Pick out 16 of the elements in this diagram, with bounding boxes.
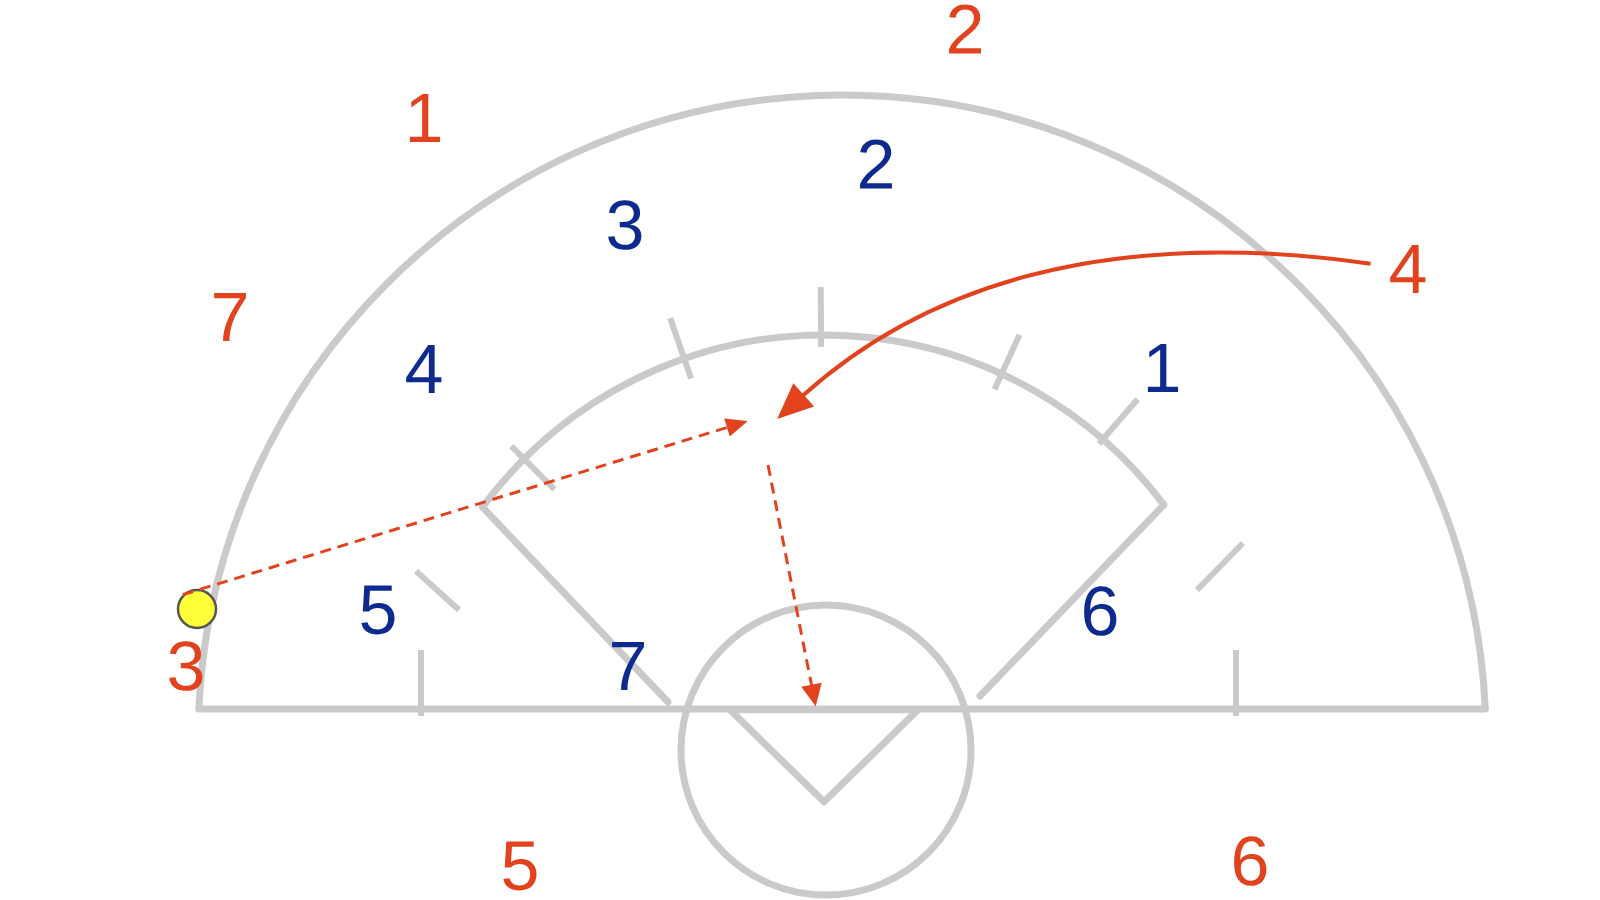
- player-number: 7: [214, 292, 246, 342]
- player-number: 4: [406, 344, 442, 394]
- player-number: 6: [1234, 836, 1267, 886]
- ball: [176, 588, 218, 630]
- player-number: 3: [169, 641, 203, 691]
- player-number: 6: [1084, 586, 1117, 636]
- player-number: 2: [949, 4, 981, 54]
- goal-triangle: [726, 706, 922, 806]
- player-number: 7: [612, 641, 644, 691]
- player-number: 5: [361, 585, 395, 635]
- player-number: 4: [1390, 244, 1426, 294]
- player-number: 5: [503, 841, 537, 891]
- player-number: 1: [1147, 343, 1179, 393]
- player-number: 3: [608, 200, 642, 250]
- player-number: 1: [409, 93, 441, 143]
- player-number: 2: [860, 139, 892, 189]
